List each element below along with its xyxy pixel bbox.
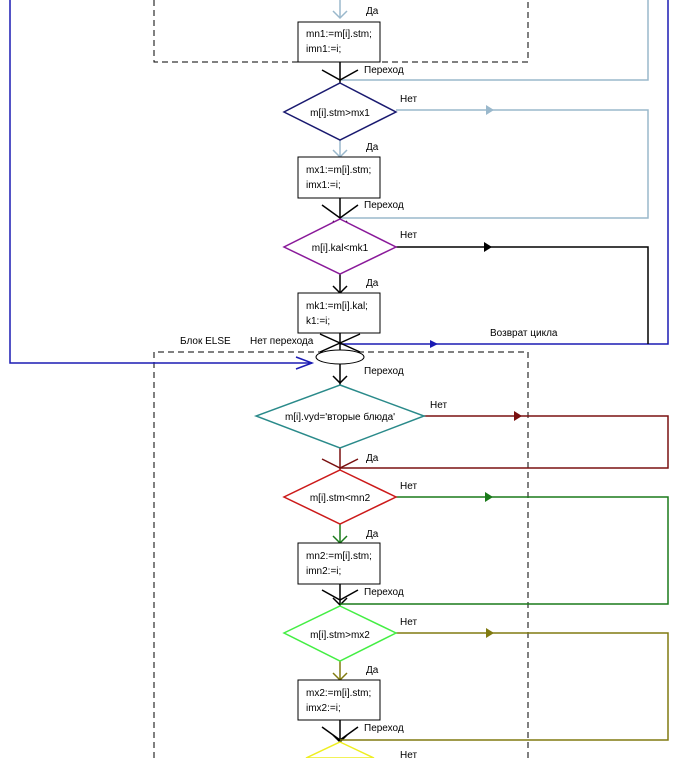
- label-no-1: Нет: [400, 94, 417, 105]
- block-mx1-line1: mx1:=m[i].stm;: [306, 165, 371, 176]
- bypass-lightblue: [332, 0, 649, 219]
- decision-mk1-text: m[i].kal<mk1: [312, 243, 369, 254]
- label-no-2: Нет: [400, 230, 417, 241]
- decision-mx2-text: m[i].stm>mx2: [310, 630, 370, 641]
- bypass-darkred: [321, 411, 669, 486]
- block-mn1-line1: mn1:=m[i].stm;: [306, 29, 372, 40]
- label-yes-3: Да: [366, 278, 379, 289]
- decision-mx1-text: m[i].stm>mx1: [310, 108, 370, 119]
- label-no-5: Нет: [400, 617, 417, 628]
- block-mn2: mn2:=m[i].stm; imn2:=i;: [297, 542, 381, 585]
- label-no-3: Нет: [430, 400, 447, 411]
- block-mk1-line1: mk1:=m[i].kal;: [306, 301, 368, 312]
- label-transition-2: Переход: [364, 200, 404, 211]
- decision-mx2: m[i].stm>mx2: [282, 605, 398, 662]
- block-mn1: mn1:=m[i].stm; imn1:=i;: [297, 21, 381, 63]
- label-no-transition: Нет перехода: [250, 336, 314, 347]
- block-mx2-line1: mx2:=m[i].stm;: [306, 688, 371, 699]
- label-loop-return: Возврат цикла: [490, 328, 558, 339]
- decision-mx1: m[i].stm>mx1: [282, 82, 398, 141]
- edge-labels: Да Переход Нет Да Переход Нет Да Блок EL…: [180, 6, 558, 758]
- label-transition-3: Переход: [364, 366, 404, 377]
- label-else-block: Блок ELSE: [180, 336, 231, 347]
- label-transition-5: Переход: [364, 723, 404, 734]
- block-mx2-line2: imx2:=i;: [306, 703, 341, 714]
- label-yes-1: Да: [366, 6, 379, 17]
- block-mn2-line1: mn2:=m[i].stm;: [306, 551, 372, 562]
- decision-next-partial: [305, 741, 375, 758]
- decision-mn2: m[i].stm<mn2: [282, 469, 398, 525]
- decision-mk1: m[i].kal<mk1: [282, 218, 398, 275]
- label-no-6: Нет: [400, 750, 417, 758]
- decision-vyd-text: m[i].vyd='вторые блюда': [285, 411, 395, 423]
- block-mk1-line2: k1:=i;: [306, 316, 330, 327]
- block-mk1: mk1:=m[i].kal; k1:=i;: [297, 292, 381, 334]
- block-mx1: mx1:=m[i].stm; imx1:=i;: [297, 156, 381, 199]
- label-no-4: Нет: [400, 481, 417, 492]
- label-yes-6: Да: [366, 665, 379, 676]
- decision-mn2-text: m[i].stm<mn2: [310, 493, 371, 504]
- block-mn1-line2: imn1:=i;: [306, 44, 341, 55]
- label-yes-2: Да: [366, 142, 379, 153]
- label-transition-1: Переход: [364, 65, 404, 76]
- label-yes-4: Да: [366, 453, 379, 464]
- label-yes-5: Да: [366, 529, 379, 540]
- block-mx1-line2: imx1:=i;: [306, 180, 341, 191]
- decision-vyd: m[i].vyd='вторые блюда': [253, 384, 427, 449]
- loop-return-connector: [9, 0, 669, 370]
- block-mn2-line2: imn2:=i;: [306, 566, 341, 577]
- block-mx2: mx2:=m[i].stm; imx2:=i;: [297, 679, 381, 721]
- label-transition-4: Переход: [364, 587, 404, 598]
- junction-ellipse: [315, 349, 365, 365]
